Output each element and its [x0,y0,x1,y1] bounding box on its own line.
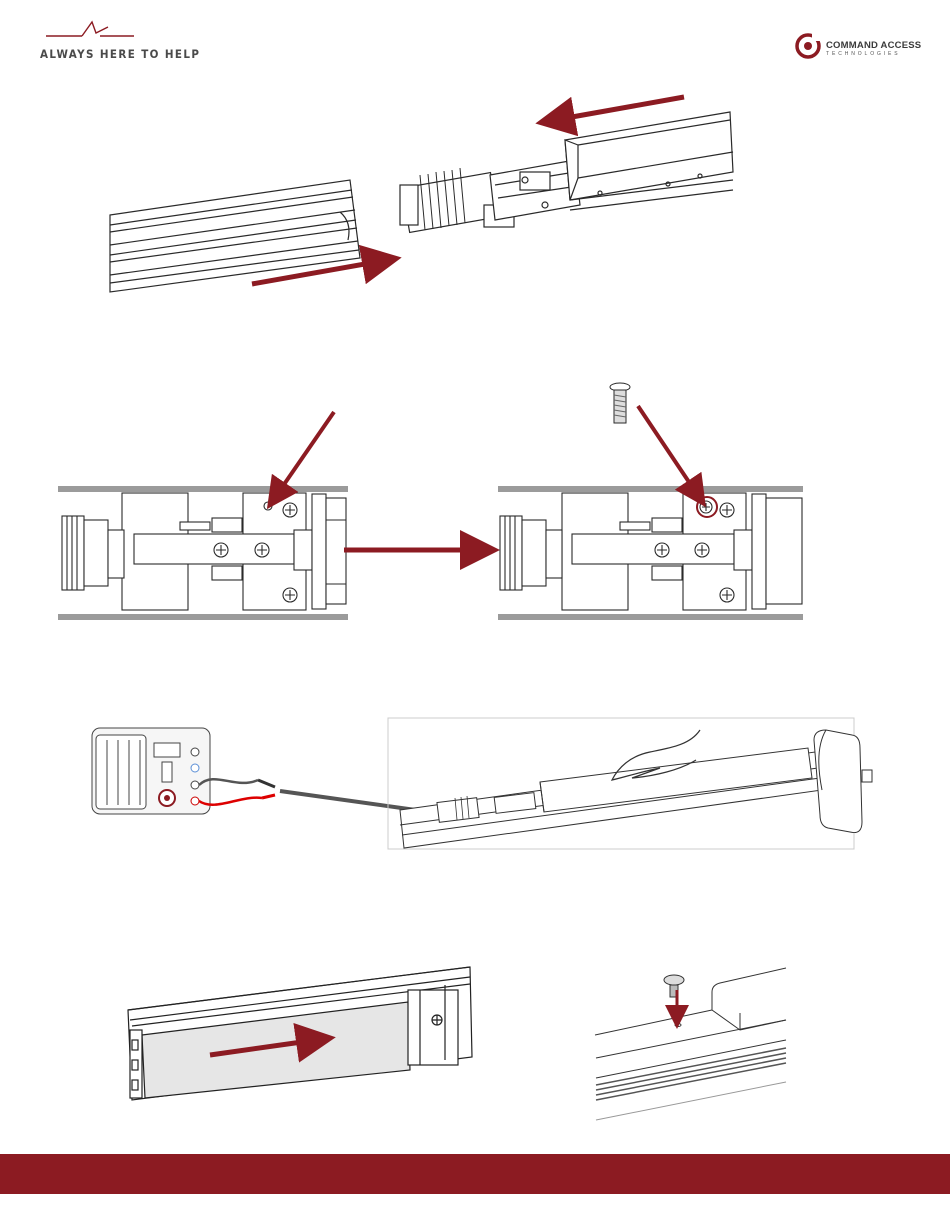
figure-top-view-before [58,486,348,620]
figure-top-view-after [498,486,803,620]
figure-insert-chassis [110,112,733,292]
footer-band [0,1154,950,1194]
screw-icon [610,383,630,423]
figure-power-supply [92,728,210,814]
figure-bar-connection [388,718,872,849]
wires [199,779,430,812]
figure-top-screw [595,968,786,1120]
figure-slide-cover [128,967,472,1100]
